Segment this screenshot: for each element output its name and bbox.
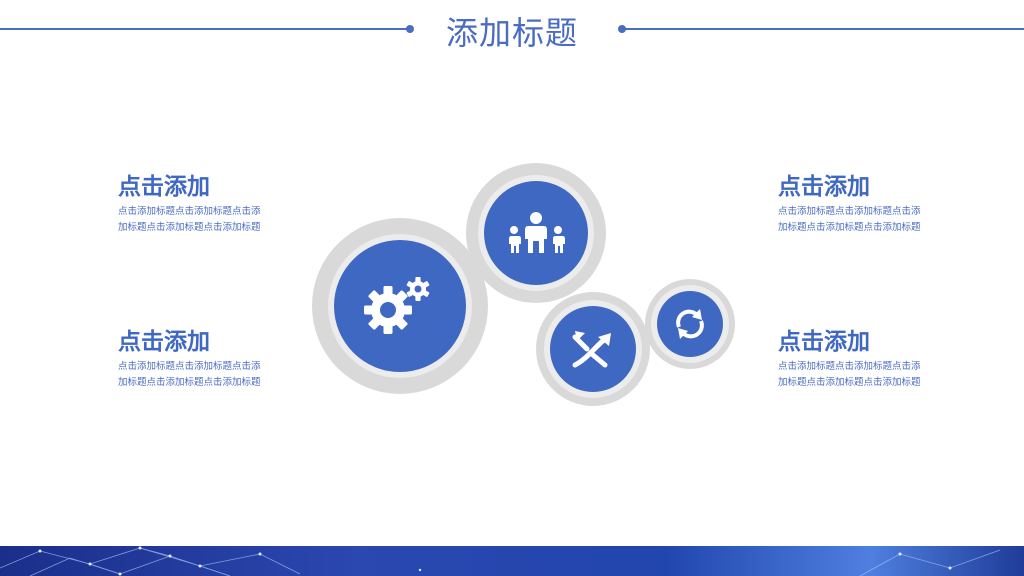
crossing-arrows-circle[interactable] bbox=[536, 292, 650, 406]
title-line-left bbox=[0, 28, 410, 30]
block-body: 点击添加标题点击添加标题点击添加标题点击添加标题点击添加标题 bbox=[778, 361, 921, 388]
refresh-circle[interactable] bbox=[645, 279, 735, 369]
gears-icon bbox=[364, 277, 430, 334]
text-block-top-left[interactable]: 点击添加 点击添加标题点击添加标题点击添加标题点击添加标题点击添加标题 bbox=[118, 172, 278, 236]
gears-circle[interactable] bbox=[312, 218, 488, 394]
title-line-right bbox=[622, 28, 1024, 30]
block-heading: 点击添加 bbox=[778, 329, 870, 355]
crossing-arrows-icon bbox=[572, 331, 611, 368]
page-title: 添加标题 bbox=[445, 14, 578, 52]
text-block-top-right[interactable]: 点击添加 点击添加标题点击添加标题点击添加标题点击添加标题点击添加标题 bbox=[778, 172, 938, 236]
text-block-bottom-right[interactable]: 点击添加 点击添加标题点击添加标题点击添加标题点击添加标题点击添加标题 bbox=[778, 327, 938, 391]
footer-band bbox=[0, 546, 1024, 576]
block-body: 点击添加标题点击添加标题点击添加标题点击添加标题点击添加标题 bbox=[118, 361, 261, 388]
refresh-icon bbox=[676, 309, 704, 339]
network-pattern bbox=[0, 546, 1001, 576]
block-heading: 点击添加 bbox=[118, 329, 210, 355]
block-body: 点击添加标题点击添加标题点击添加标题点击添加标题点击添加标题 bbox=[118, 206, 261, 233]
block-heading: 点击添加 bbox=[778, 174, 870, 200]
text-block-bottom-left[interactable]: 点击添加 点击添加标题点击添加标题点击添加标题点击添加标题点击添加标题 bbox=[118, 327, 278, 391]
block-body: 点击添加标题点击添加标题点击添加标题点击添加标题点击添加标题 bbox=[778, 206, 921, 233]
title-dot-left bbox=[406, 25, 414, 33]
family-circle[interactable] bbox=[466, 163, 606, 303]
block-heading: 点击添加 bbox=[118, 174, 210, 200]
family-icon bbox=[509, 212, 565, 253]
